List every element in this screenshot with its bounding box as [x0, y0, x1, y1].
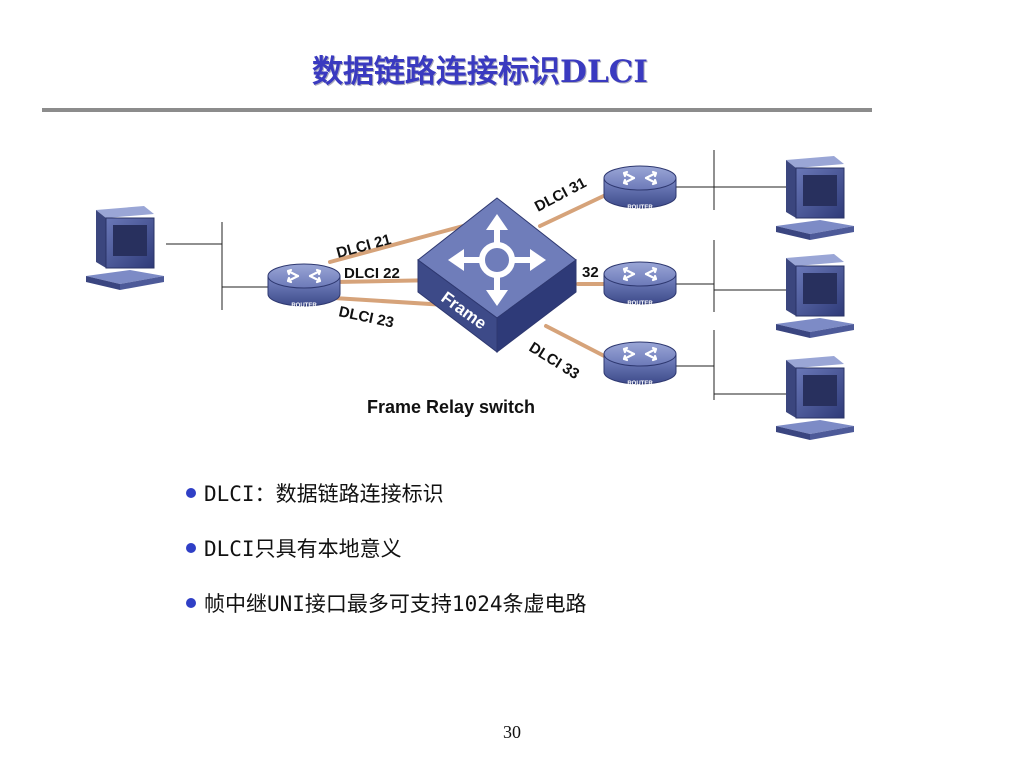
bullet-item: 帧中继UNI接口最多可支持1024条虚电路	[186, 588, 587, 617]
dlci-31-label: DLCI 31	[532, 174, 589, 215]
bullet-dot-icon	[186, 542, 196, 553]
link-dlci33	[544, 324, 614, 362]
router-label: ROUTER	[627, 381, 653, 387]
router-mid-right: ROUTER	[602, 260, 678, 307]
router-left: ROUTER	[266, 262, 342, 309]
dlci-32-label: 32	[582, 264, 599, 281]
dlci-23-label: DLCI 23	[337, 303, 395, 331]
bullet-dot-icon	[186, 487, 196, 498]
router-label: ROUTER	[627, 301, 653, 307]
bullet-item: DLCI：数据链路连接标识	[186, 478, 587, 507]
computer-top-right	[775, 155, 855, 241]
computer-left	[85, 205, 165, 291]
bullet-dot-icon	[186, 597, 196, 608]
page-number: 30	[503, 722, 521, 742]
slide-title: 数据链路连接标识DLCI	[312, 54, 648, 90]
router-label: ROUTER	[291, 303, 317, 309]
bullet-text: DLCI只具有本地意义	[204, 536, 402, 561]
bullet-text: DLCI：数据链路连接标识	[204, 481, 444, 506]
router-top-right: ROUTER	[602, 164, 678, 211]
bullet-list: DLCI：数据链路连接标识 DLCI只具有本地意义 帧中继UNI接口最多可支持1…	[186, 478, 587, 643]
link-dlci31	[538, 190, 614, 228]
bullet-item: DLCI只具有本地意义	[186, 533, 587, 562]
dlci-21-label: DLCI 21	[335, 231, 393, 262]
router-bottom-right: ROUTER	[602, 340, 678, 387]
router-label: ROUTER	[627, 205, 653, 211]
dlci-22-label: DLCI 22	[344, 265, 400, 282]
title-divider	[42, 108, 872, 112]
switch-caption: Frame Relay switch	[367, 397, 535, 417]
link-dlci21	[328, 220, 480, 264]
bullet-text: 帧中继UNI接口最多可支持1024条虚电路	[204, 591, 587, 616]
frame-relay-switch: Frame	[417, 197, 577, 354]
dlci-33-label: DLCI 33	[526, 339, 582, 383]
link-dlci23	[332, 296, 448, 307]
computer-mid-right	[775, 253, 855, 339]
computer-bottom-right	[775, 355, 855, 441]
